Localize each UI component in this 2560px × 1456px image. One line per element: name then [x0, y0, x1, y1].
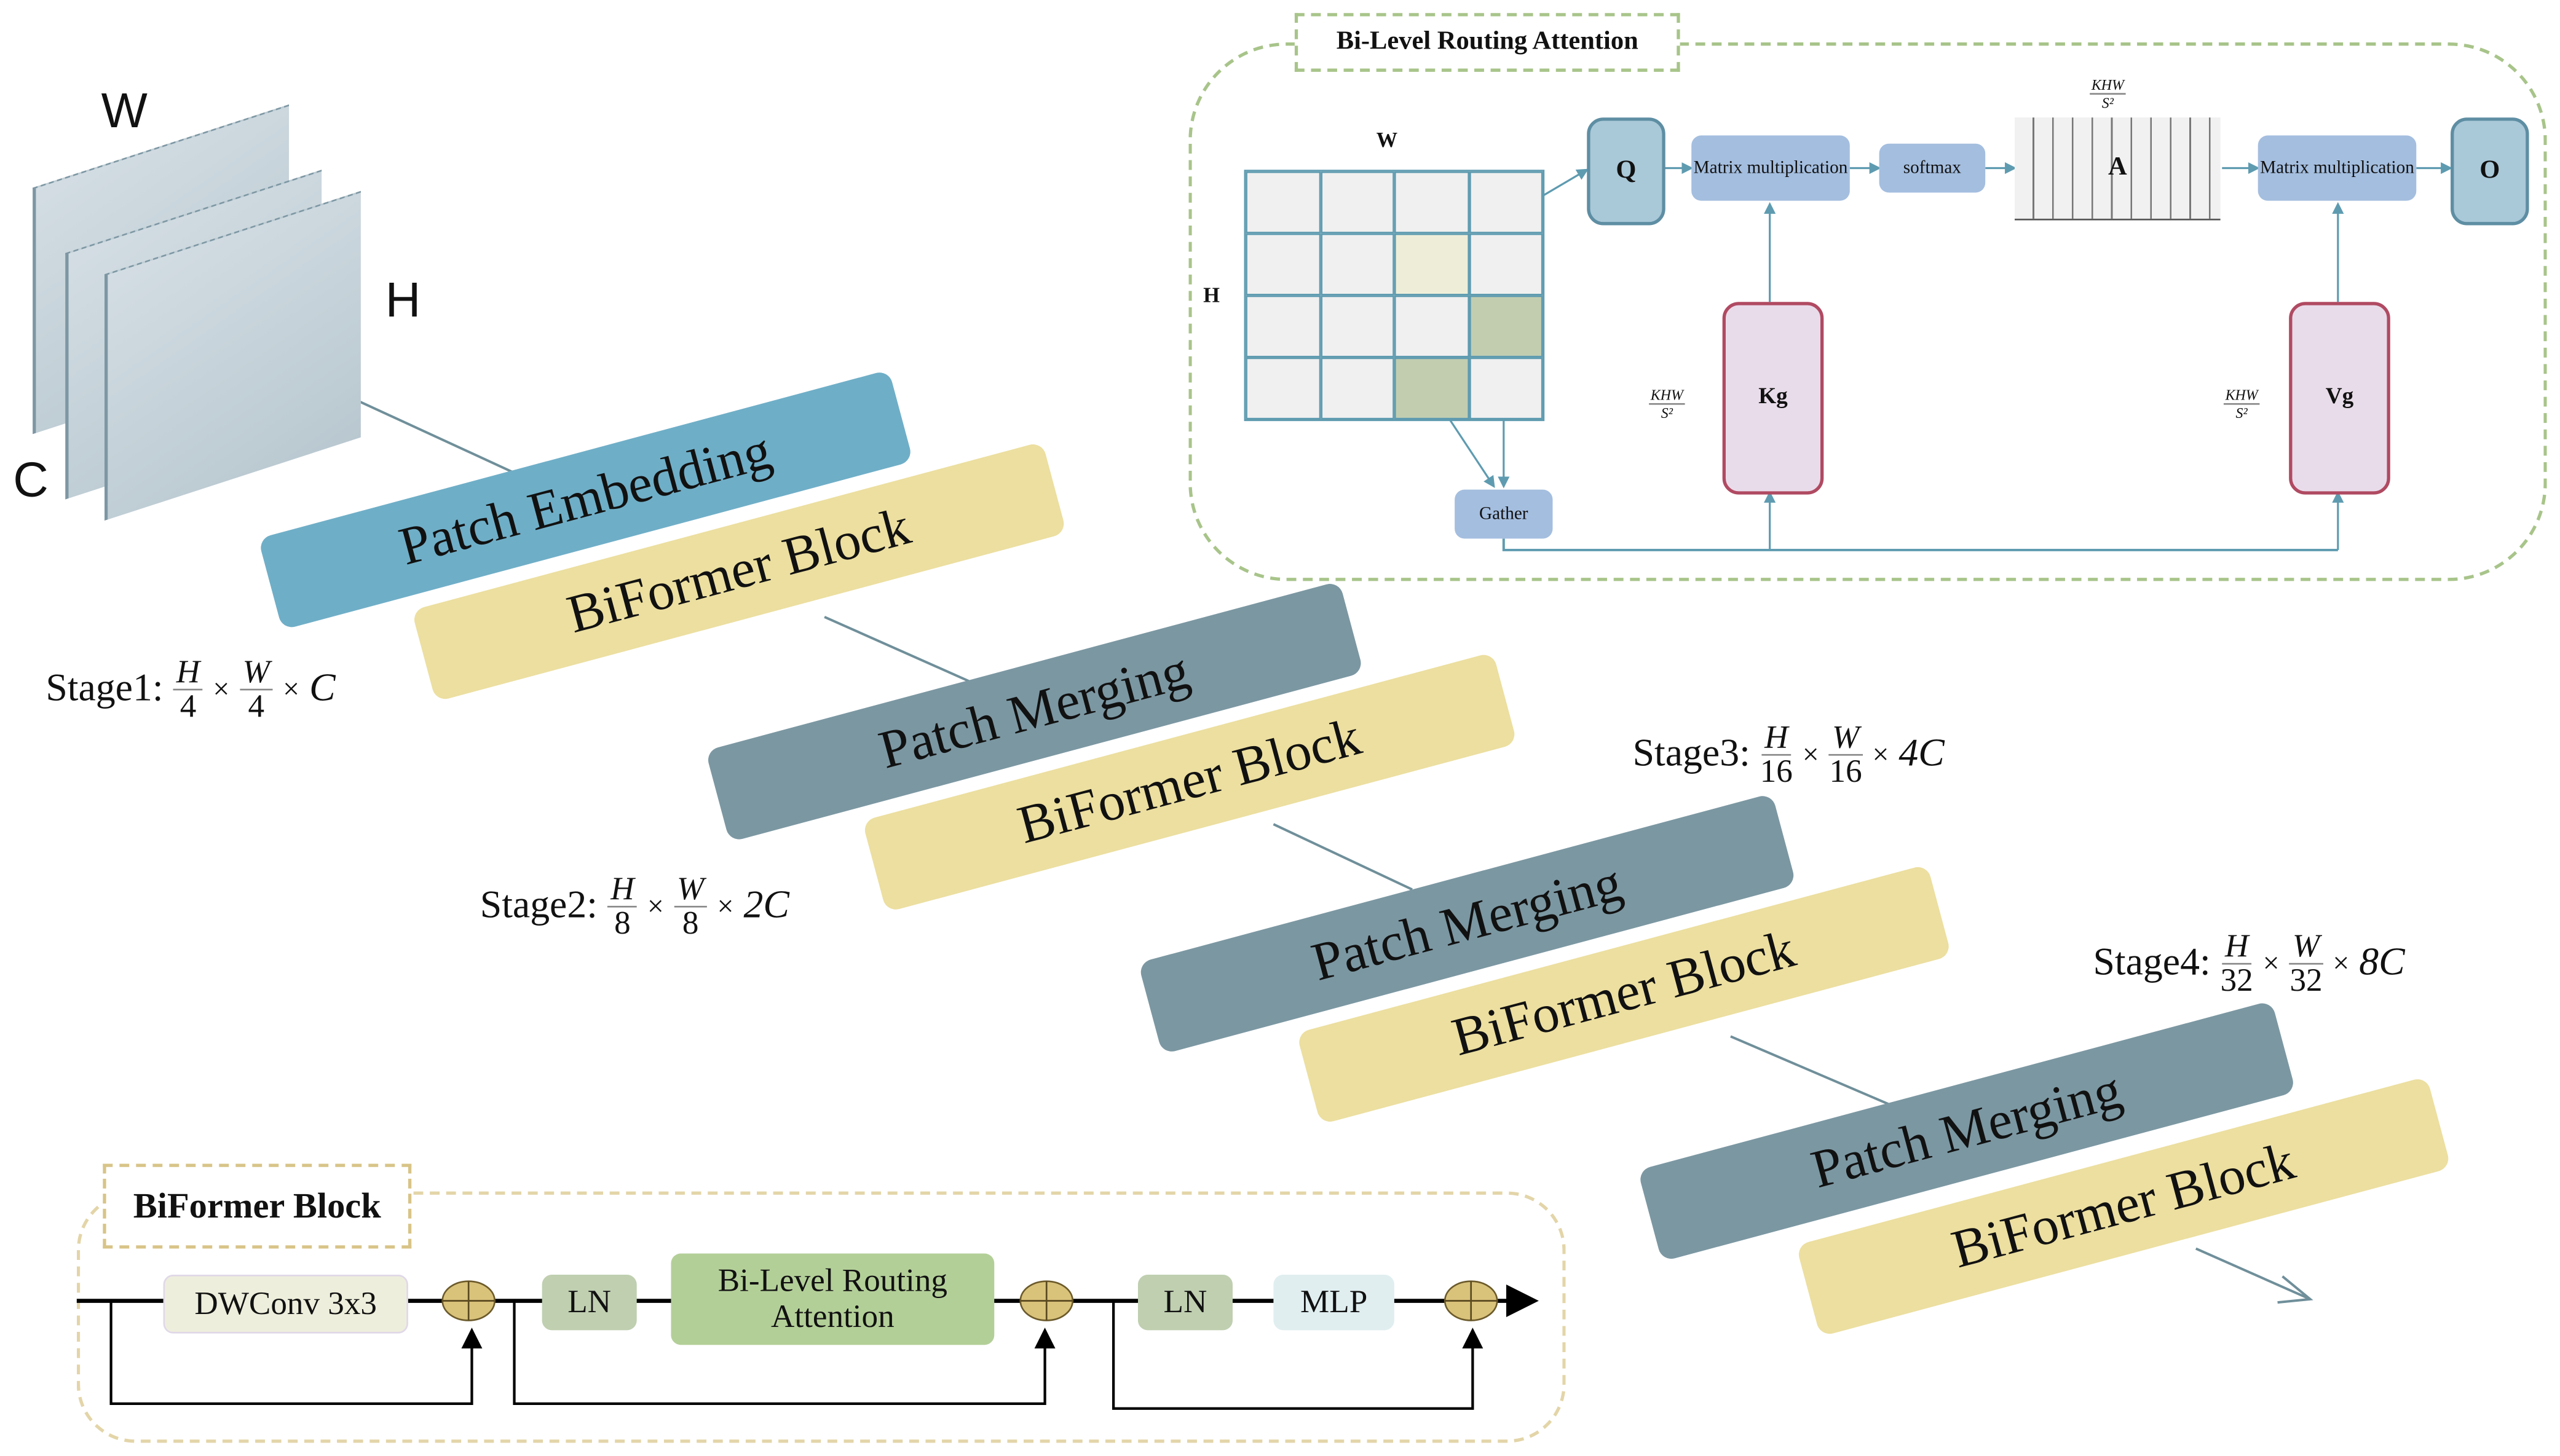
grid-cell: [1320, 357, 1394, 420]
grid-cell: [1320, 171, 1394, 234]
grid-cell: [1246, 357, 1321, 420]
gather-output-line: [1502, 538, 2338, 551]
output-arrow-head-icon: [2277, 1275, 2313, 1304]
grid-cell: [1394, 171, 1469, 234]
residual-skip-1: [109, 1301, 483, 1405]
times-sign: ×: [1872, 738, 1889, 771]
attention-matrix-a: A: [2015, 117, 2221, 221]
add-op-icon-3: [1444, 1280, 1498, 1321]
grid-cell: [1394, 233, 1469, 296]
stage-name: Stage4:: [2093, 942, 2211, 985]
grid-cell: [1468, 357, 1543, 420]
times-sign: ×: [2333, 946, 2350, 980]
add-op-icon-1: [441, 1280, 496, 1321]
stage-name: Stage2:: [480, 884, 598, 927]
matmul-node-2: Matrix multiplication: [2258, 135, 2417, 201]
times-sign: ×: [1802, 738, 1819, 771]
input-height-label: H: [385, 274, 421, 328]
biformer-detail-panel: [76, 1191, 1566, 1443]
times-sign: ×: [2262, 946, 2280, 980]
grid-cell: [1468, 295, 1543, 358]
softmax-node: softmax: [1879, 143, 1986, 193]
residual-skip-2: [513, 1301, 1056, 1405]
grid-cell: [1320, 233, 1394, 296]
times-sign: ×: [647, 889, 664, 923]
bra-node: Bi-Level Routing Attention: [671, 1253, 995, 1345]
grid-cell: [1246, 295, 1321, 358]
layernorm-node-2: LN: [1137, 1275, 1233, 1331]
times-sign: ×: [717, 889, 734, 923]
connector-line: [1730, 1035, 1903, 1111]
stage-name: Stage3:: [1632, 733, 1750, 776]
gather-node: Gather: [1455, 489, 1553, 539]
gathered-values-token: Vg: [2289, 302, 2390, 495]
connector-line: [824, 615, 972, 683]
grid-cell: [1468, 233, 1543, 296]
channel-count: 2C: [743, 884, 789, 927]
grid-cell: [1246, 233, 1321, 296]
output-arrow-line: [2195, 1247, 2311, 1301]
grid-cell: [1246, 171, 1321, 234]
input-width-label: W: [101, 85, 148, 139]
grid-height-label: H: [1203, 282, 1220, 307]
times-sign: ×: [213, 672, 230, 706]
output-token: O: [2451, 117, 2529, 226]
bra-panel: [1188, 42, 2547, 581]
times-sign: ×: [283, 672, 300, 706]
matmul-node-1: Matrix multiplication: [1691, 135, 1850, 201]
layernorm-node-1: LN: [542, 1275, 637, 1331]
residual-skip-3: [1112, 1301, 1483, 1410]
bra-panel-title: Bi-Level Routing Attention: [1294, 13, 1680, 72]
query-token: Q: [1587, 117, 1665, 226]
channel-count: C: [309, 667, 336, 710]
grid-cell: [1394, 295, 1469, 358]
channel-count: 4C: [1898, 733, 1945, 776]
add-op-icon-2: [1019, 1280, 1074, 1321]
input-channel-label: C: [13, 454, 49, 508]
dwconv-node: DWConv 3x3: [163, 1275, 408, 1334]
channel-count: 8C: [2359, 942, 2405, 985]
stage-name: Stage1:: [45, 667, 164, 710]
biformer-detail-title: BiFormer Block: [103, 1163, 412, 1249]
mlp-node: MLP: [1273, 1275, 1394, 1331]
connector-line: [1273, 823, 1413, 891]
gathered-keys-token: Kg: [1722, 302, 1824, 495]
grid-cell: [1468, 171, 1543, 234]
grid-width-label: W: [1376, 127, 1398, 152]
grid-cell: [1320, 295, 1394, 358]
grid-cell: [1394, 357, 1469, 420]
region-grid: [1244, 170, 1545, 422]
